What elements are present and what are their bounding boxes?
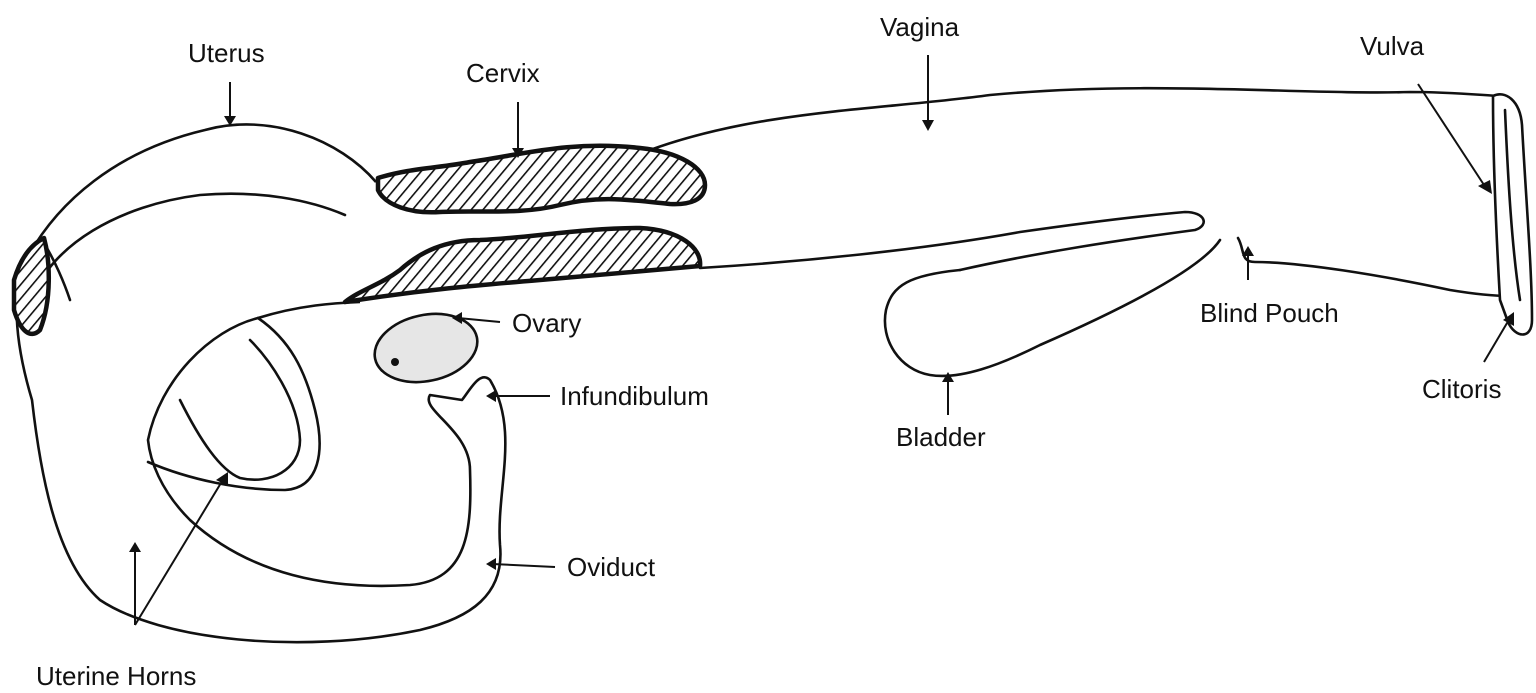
vagina-upper-wall bbox=[650, 88, 1500, 150]
vulva-shape bbox=[1493, 94, 1532, 334]
label-infundibulum: Infundibulum bbox=[560, 381, 709, 411]
label-blind-pouch: Blind Pouch bbox=[1200, 298, 1339, 328]
label-oviduct: Oviduct bbox=[567, 552, 656, 582]
cervix-lower bbox=[345, 228, 700, 302]
leader-lines bbox=[129, 55, 1514, 625]
label-vagina: Vagina bbox=[880, 12, 960, 42]
label-cervix: Cervix bbox=[466, 58, 540, 88]
label-clitoris: Clitoris bbox=[1422, 374, 1501, 404]
vagina-lower-wall bbox=[700, 212, 1204, 270]
bladder-shape bbox=[885, 240, 1220, 376]
uterus-hatched-band bbox=[14, 238, 49, 334]
label-bladder: Bladder bbox=[896, 422, 986, 452]
label-uterine-horns: Uterine Horns bbox=[36, 661, 196, 691]
uterine-horn-lumen bbox=[180, 340, 300, 480]
blind-pouch-wall bbox=[1238, 238, 1510, 296]
label-vulva: Vulva bbox=[1360, 31, 1425, 61]
ovary-follicle bbox=[391, 358, 399, 366]
label-ovary: Ovary bbox=[512, 308, 581, 338]
cervix-upper bbox=[378, 146, 705, 213]
label-uterus: Uterus bbox=[188, 38, 265, 68]
